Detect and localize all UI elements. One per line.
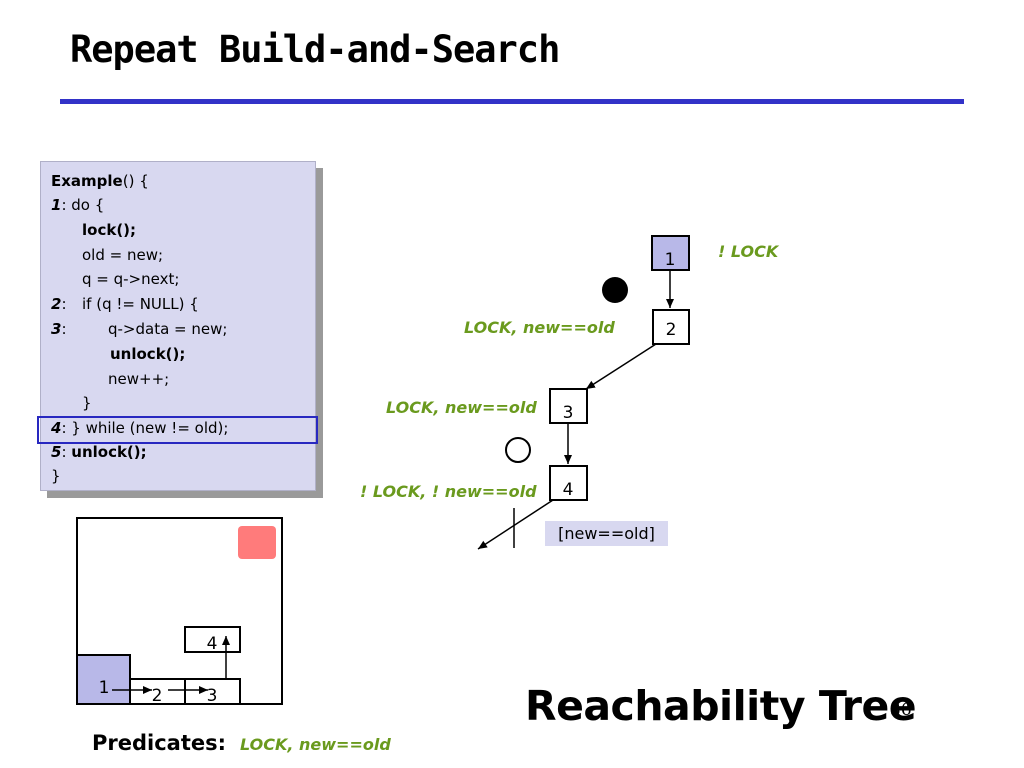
- error-state-marker: [238, 526, 276, 559]
- code-line-3: lock();: [82, 221, 137, 239]
- mini-node-4-label: 4: [207, 634, 218, 654]
- tree-node-2-label: 2: [666, 320, 677, 340]
- mini-node-3: [184, 678, 241, 705]
- predicates-label: Predicates:: [92, 731, 227, 755]
- tree-node-4-label: 4: [563, 480, 574, 500]
- code-line-13: }: [51, 467, 61, 485]
- code-text: :: [61, 295, 67, 313]
- mini-node-4: [184, 626, 241, 653]
- tree-node-1-predicate: ! LOCK: [718, 242, 780, 261]
- mini-node-1-label: 1: [99, 678, 110, 698]
- code-text: : do {: [61, 196, 105, 214]
- diagram-caption: Reachability Tree: [525, 682, 917, 730]
- code-line-number: 4: [51, 419, 62, 437]
- code-line-number: 1: [51, 196, 62, 214]
- tree-node-1: [651, 235, 690, 271]
- page-number: 36: [890, 700, 912, 720]
- code-line-4: old = new;: [82, 246, 164, 264]
- tree-edge-2-3: [585, 343, 657, 390]
- mini-node-3-label: 3: [207, 686, 218, 706]
- code-text: if (q != NULL) {: [82, 295, 199, 313]
- code-line-8: unlock();: [110, 345, 186, 363]
- current-line-highlight: [37, 416, 318, 444]
- code-line-number: 5: [51, 443, 62, 461]
- code-line-6: 2: if (q != NULL) {: [51, 295, 199, 313]
- mini-node-1: [76, 654, 131, 705]
- code-line-number: 3: [51, 320, 62, 338]
- code-line-2: 1: do {: [51, 196, 104, 214]
- code-line-5: q = q->next;: [82, 270, 180, 288]
- code-line-1: Example() {: [51, 172, 149, 190]
- tree-node-2-predicate: LOCK, new==old: [464, 318, 615, 337]
- predicate-badge: [new==old]: [545, 521, 668, 546]
- open-circle-icon: [505, 437, 531, 463]
- tree-node-3: [549, 388, 588, 424]
- code-box: Example() { 1: do { lock(); old = new; q…: [40, 161, 316, 491]
- tree-node-1-label: 1: [665, 250, 676, 270]
- title-underline: [60, 99, 964, 104]
- tree-node-3-predicate: LOCK, new==old: [386, 398, 537, 417]
- mini-node-2-label: 2: [152, 686, 163, 706]
- filled-circle-icon: [602, 277, 628, 303]
- code-text: :: [61, 320, 67, 338]
- code-line-7: 3: q->data = new;: [51, 320, 227, 338]
- code-line-number: 2: [51, 295, 62, 313]
- tree-node-3-label: 3: [563, 403, 574, 423]
- code-text: q->data = new;: [108, 320, 228, 338]
- code-func-name: Example: [51, 172, 123, 190]
- code-line-11: 4: } while (new != old);: [51, 419, 228, 437]
- code-text: unlock();: [71, 443, 147, 461]
- code-line-12: 5: unlock();: [51, 443, 147, 461]
- code-func-rest: () {: [122, 172, 149, 190]
- code-line-9: new++;: [108, 370, 170, 388]
- tree-node-4-predicate: ! LOCK, ! new==old: [360, 482, 537, 501]
- mini-node-2: [129, 678, 186, 705]
- tree-node-2: [652, 309, 690, 345]
- code-text: : } while (new != old);: [61, 419, 229, 437]
- slide-title: Repeat Build-and-Search: [70, 28, 560, 71]
- tree-node-4: [549, 465, 588, 501]
- predicates-value: LOCK, new==old: [240, 735, 391, 754]
- code-text: :: [61, 443, 72, 461]
- tree-edge-4-out: [477, 499, 554, 550]
- code-line-10: }: [82, 394, 92, 412]
